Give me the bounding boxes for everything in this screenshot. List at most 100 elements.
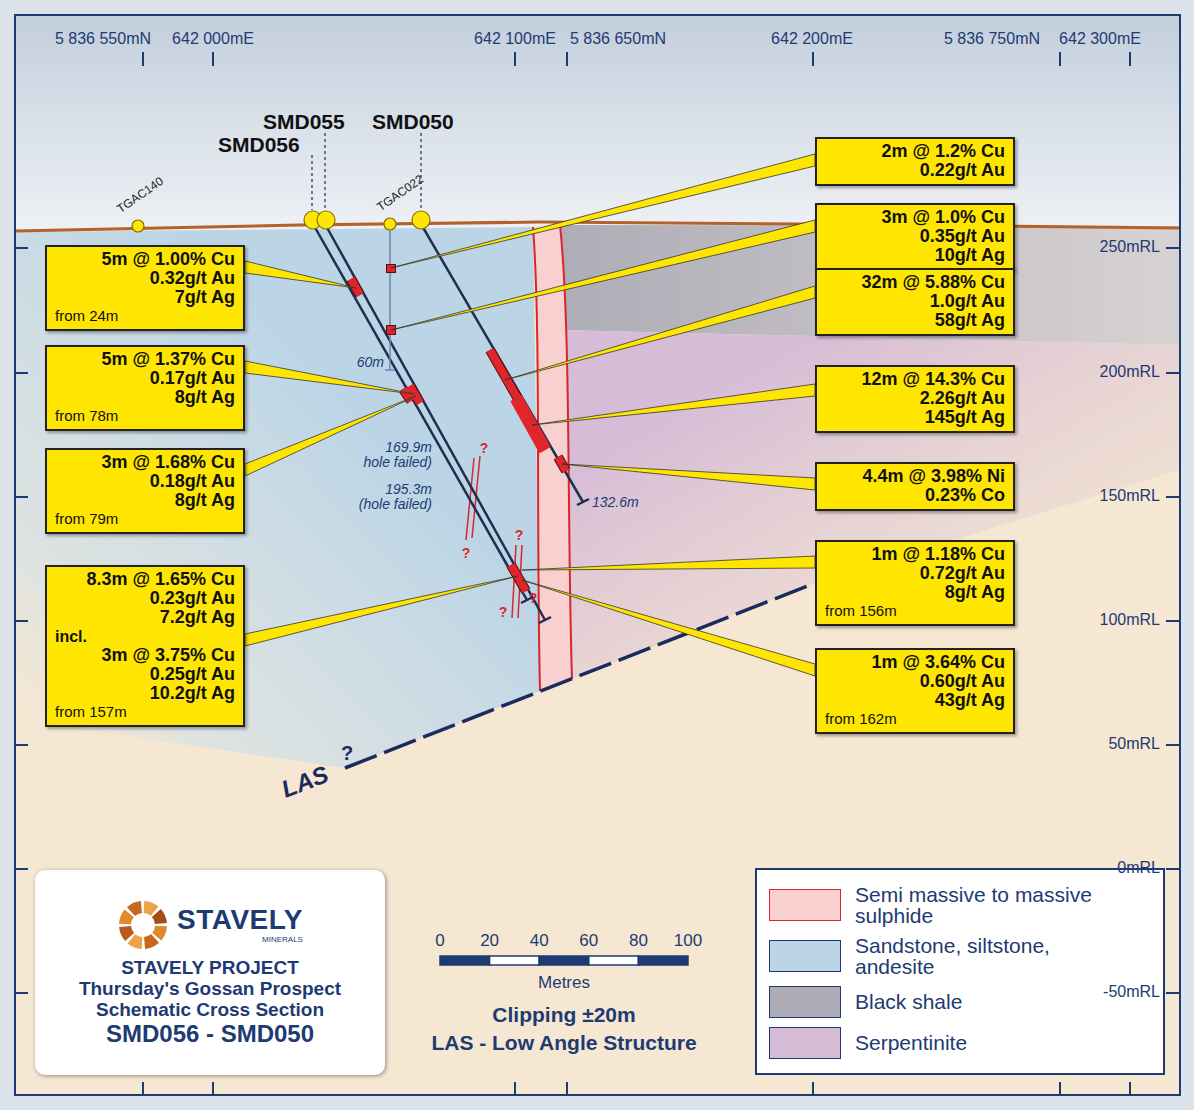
assay-line: 3m @ 1.0% Cu bbox=[825, 208, 1005, 227]
assay-line: 4.4m @ 3.98% Ni bbox=[825, 467, 1005, 486]
sandstone-unit bbox=[16, 227, 540, 768]
query-mark: ? bbox=[499, 604, 508, 620]
assay-callout: 8.3m @ 1.65% Cu0.23g/t Au7.2g/t Agincl.3… bbox=[45, 565, 245, 727]
assay-callout: 1m @ 1.18% Cu0.72g/t Au8g/t Agfrom 156m bbox=[815, 540, 1015, 626]
collar-leaders bbox=[312, 133, 421, 210]
assay-line: 10.2g/t Ag bbox=[55, 684, 235, 703]
scale-label: Metres bbox=[538, 973, 590, 993]
drill-hole-name: SMD056 bbox=[218, 133, 300, 157]
elevation-label: 200mRL bbox=[1100, 363, 1160, 381]
assay-line: 145g/t Ag bbox=[825, 408, 1005, 427]
assay-line: 2m @ 1.2% Cu bbox=[825, 142, 1005, 161]
assay-callout: 3m @ 1.68% Cu0.18g/t Au8g/t Agfrom 79m bbox=[45, 448, 245, 534]
legend-swatch bbox=[769, 986, 841, 1018]
title-line: STAVELY PROJECT bbox=[121, 957, 299, 978]
assay-callout: 4.4m @ 3.98% Ni0.23% Co bbox=[815, 462, 1015, 511]
assay-line: 58g/t Ag bbox=[825, 311, 1005, 330]
title-line: SMD056 - SMD050 bbox=[106, 1020, 314, 1047]
callout-leaders bbox=[245, 154, 815, 676]
scale-bar bbox=[440, 956, 688, 965]
assay-line: 12m @ 14.3% Cu bbox=[825, 370, 1005, 389]
legend-row: Black shale bbox=[769, 986, 1151, 1018]
hole-note: 169.9m hole failed) bbox=[358, 440, 432, 470]
grid-coordinate: 5 836 750mN bbox=[944, 30, 1040, 48]
fault-lines bbox=[466, 456, 522, 618]
depth-note: from 78m bbox=[55, 407, 235, 425]
query-mark: ? bbox=[462, 545, 471, 561]
assay-callout: 3m @ 1.0% Cu0.35g/t Au10g/t Ag bbox=[815, 203, 1015, 271]
grid-coordinate: 5 836 550mN bbox=[55, 30, 151, 48]
legend-row: Semi massive to massive sulphide bbox=[769, 884, 1151, 926]
elevation-label: 150mRL bbox=[1100, 487, 1160, 505]
query-mark: ? bbox=[515, 527, 524, 543]
elevation-label: 50mRL bbox=[1108, 735, 1160, 753]
assay-callout: 5m @ 1.00% Cu0.32g/t Au7g/t Agfrom 24m bbox=[45, 245, 245, 331]
assay-line: 0.25g/t Au bbox=[55, 665, 235, 684]
assay-line: 0.23% Co bbox=[825, 486, 1005, 505]
title-line: Thursday's Gossan Prospect bbox=[79, 978, 341, 999]
scale-label: 40 bbox=[530, 931, 549, 951]
assay-line: 7g/t Ag bbox=[55, 288, 235, 307]
assay-callout: 2m @ 1.2% Cu0.22g/t Au bbox=[815, 137, 1015, 186]
hole-note: 195.3m (hole failed) bbox=[353, 482, 432, 512]
assay-line: 8g/t Ag bbox=[825, 583, 1005, 602]
title-line: Schematic Cross Section bbox=[96, 999, 324, 1020]
depth-note: from 79m bbox=[55, 510, 235, 528]
elevation-label: 0mRL bbox=[1117, 859, 1160, 877]
assay-line: 2.26g/t Au bbox=[825, 389, 1005, 408]
serpentinite-unit bbox=[563, 330, 1179, 679]
company-name: STAVELY bbox=[177, 904, 303, 935]
logo: STAVELYMINERALS bbox=[117, 899, 303, 951]
caption-note: LAS - Low Angle Structure bbox=[431, 1031, 696, 1055]
logo-wordmark: STAVELYMINERALS bbox=[177, 904, 303, 945]
assay-line: 0.23g/t Au bbox=[55, 589, 235, 608]
assay-line: 43g/t Ag bbox=[825, 691, 1005, 710]
title-block: STAVELYMINERALS STAVELY PROJECTThursday's… bbox=[35, 870, 385, 1075]
company-name: MINERALS bbox=[262, 935, 303, 945]
legend-swatch bbox=[769, 1027, 841, 1059]
legend-swatch bbox=[769, 889, 841, 921]
assay-callout: 12m @ 14.3% Cu2.26g/t Au145g/t Ag bbox=[815, 365, 1015, 433]
assay-callout: 32m @ 5.88% Cu1.0g/t Au58g/t Ag bbox=[815, 268, 1015, 336]
assay-line: 10g/t Ag bbox=[825, 246, 1005, 265]
collars bbox=[132, 211, 430, 232]
assay-line: 7.2g/t Ag bbox=[55, 608, 235, 627]
query-mark: ? bbox=[480, 440, 489, 456]
depth-label: 60m bbox=[357, 354, 384, 370]
assay-line: 8.3m @ 1.65% Cu bbox=[55, 570, 235, 589]
scale-label: 60 bbox=[579, 931, 598, 951]
legend-text: Semi massive to massive sulphide bbox=[855, 884, 1135, 926]
assay-line: 8g/t Ag bbox=[55, 491, 235, 510]
assay-line: 0.35g/t Au bbox=[825, 227, 1005, 246]
depth-note: from 24m bbox=[55, 307, 235, 325]
grid-coordinate: 5 836 650mN bbox=[570, 30, 666, 48]
assay-line: 8g/t Ag bbox=[55, 388, 235, 407]
assay-line: 0.17g/t Au bbox=[55, 369, 235, 388]
legend-swatch bbox=[769, 940, 841, 972]
assay-line: 0.18g/t Au bbox=[55, 472, 235, 491]
legend-row: Serpentinite bbox=[769, 1027, 1151, 1059]
legend-row: Sandstone, siltstone, andesite bbox=[769, 935, 1151, 977]
depth-note: from 162m bbox=[825, 710, 1005, 728]
scale-label: 20 bbox=[480, 931, 499, 951]
caption-note: Clipping ±20m bbox=[492, 1003, 635, 1027]
assay-line: 1.0g/t Au bbox=[825, 292, 1005, 311]
depth-note: from 156m bbox=[825, 602, 1005, 620]
drill-hole-name: SMD055 bbox=[263, 110, 345, 134]
assay-line: 5m @ 1.37% Cu bbox=[55, 350, 235, 369]
grid-coordinate: 642 000mE bbox=[172, 30, 254, 48]
grid-ticks bbox=[15, 52, 1180, 1095]
assay-line: 3m @ 1.68% Cu bbox=[55, 453, 235, 472]
logo-mark bbox=[117, 899, 169, 951]
legend-text: Black shale bbox=[855, 991, 1135, 1012]
scale-label: 100 bbox=[674, 931, 702, 951]
frame bbox=[15, 15, 1180, 1095]
grid-coordinate: 642 200mE bbox=[771, 30, 853, 48]
assay-line: 0.72g/t Au bbox=[825, 564, 1005, 583]
drill-hole-name: SMD050 bbox=[372, 110, 454, 134]
depth-note: from 157m bbox=[55, 703, 235, 721]
scale-label: 0 bbox=[435, 931, 444, 951]
query-mark: ? bbox=[341, 742, 353, 765]
assay-line: 1m @ 3.64% Cu bbox=[825, 653, 1005, 672]
assay-line: 0.32g/t Au bbox=[55, 269, 235, 288]
